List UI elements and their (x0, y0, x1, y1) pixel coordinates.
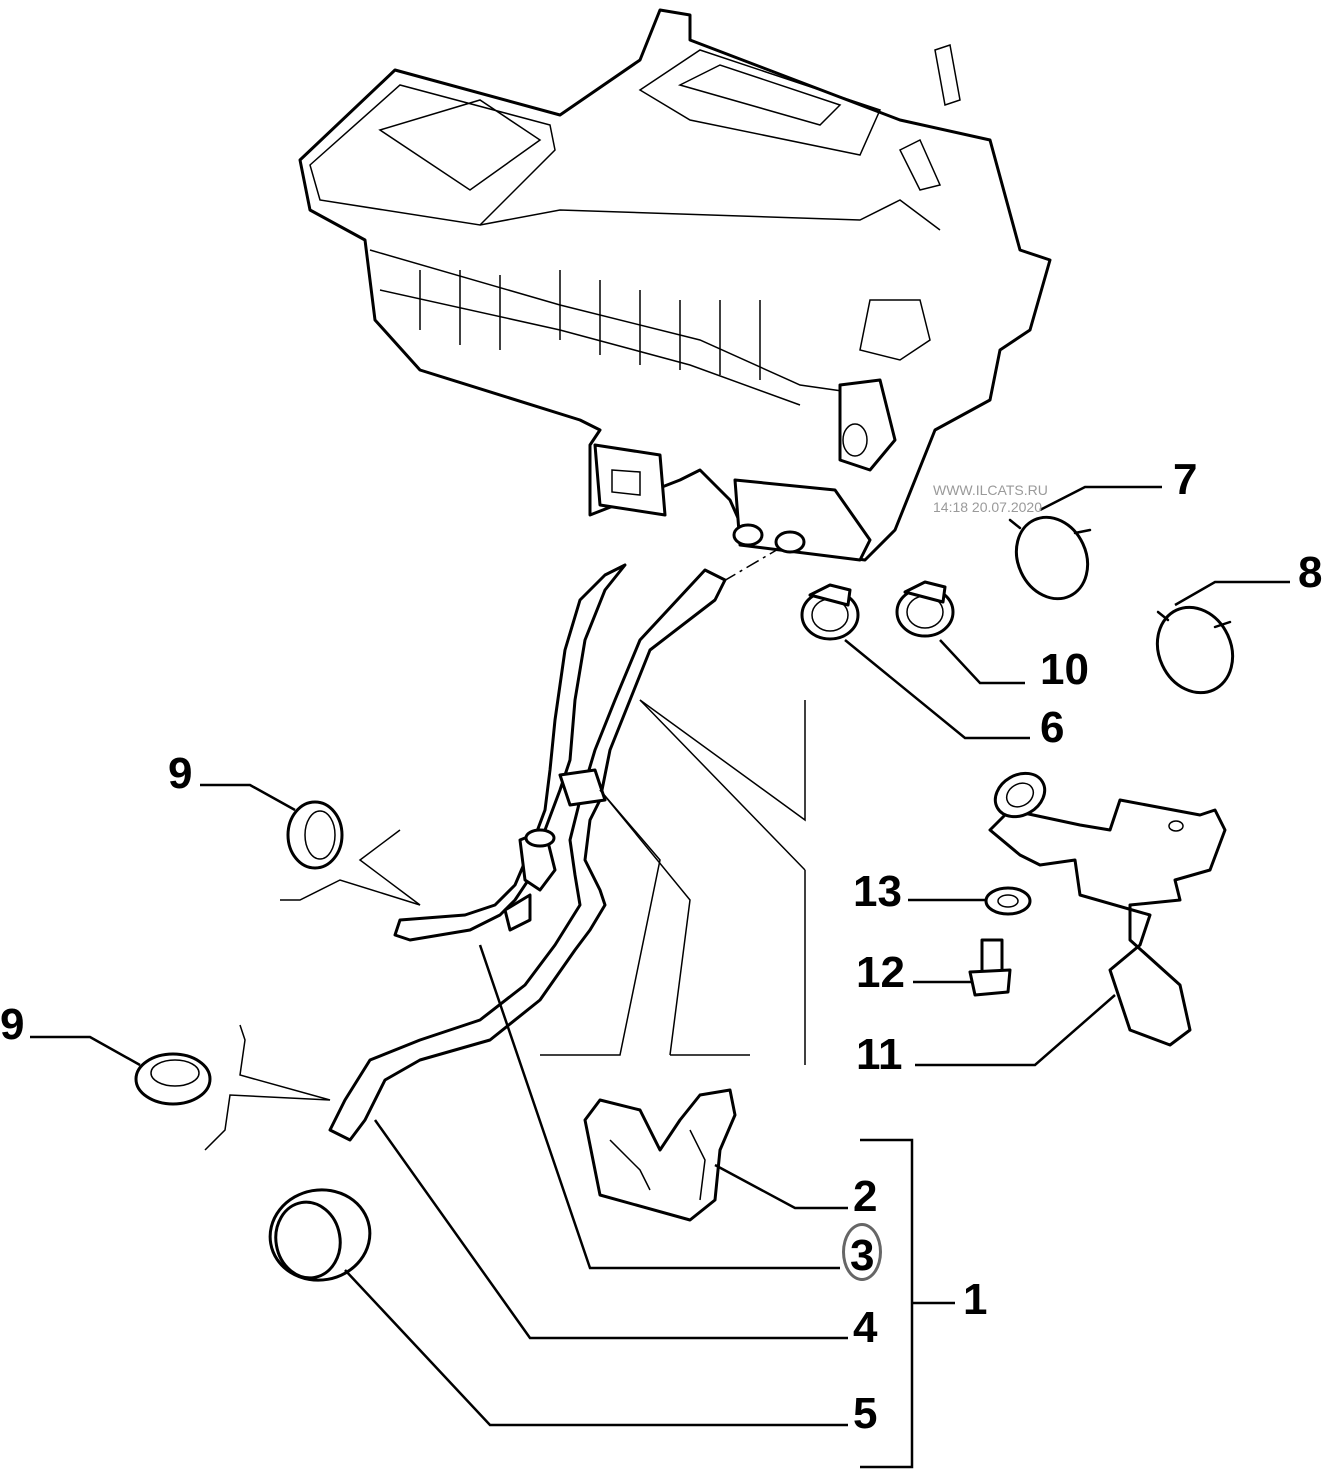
callout-9-upper[interactable]: 9 (168, 749, 193, 798)
callout-7[interactable]: 7 (1173, 455, 1198, 504)
hose-clamp-6[interactable] (800, 583, 860, 641)
watermark-site: WWW.ILCATS.RU (933, 482, 1048, 498)
callout-10[interactable]: 10 (1040, 645, 1089, 694)
callout-2[interactable]: 2 (853, 1172, 878, 1221)
grommet[interactable] (263, 1182, 377, 1288)
bolt[interactable] (968, 938, 1012, 997)
hose-clamp-7[interactable] (1003, 506, 1100, 611)
watermark-timestamp: 14:18 20.07.2020 (933, 499, 1042, 515)
callout-5[interactable]: 5 (853, 1389, 878, 1438)
callout-13[interactable]: 13 (853, 867, 902, 916)
callout-3[interactable]: 3 (850, 1231, 875, 1280)
pipe-support-bracket[interactable] (987, 765, 1227, 1047)
selected-callout-ring (842, 1223, 882, 1281)
washer[interactable] (984, 886, 1032, 916)
assembly-axis-line (699, 547, 781, 596)
callout-8[interactable]: 8 (1298, 548, 1323, 597)
callout-6[interactable]: 6 (1040, 703, 1065, 752)
callout-11[interactable]: 11 (856, 1030, 903, 1079)
watermark: WWW.ILCATS.RU 14:18 20.07.2020 (933, 482, 1048, 516)
section-lines (204, 699, 806, 1151)
hose-assembly[interactable] (328, 563, 727, 1142)
callout-9-lower[interactable]: 9 (0, 1000, 25, 1049)
seal-ring-upper[interactable] (286, 800, 344, 870)
callout-4[interactable]: 4 (853, 1303, 878, 1352)
seal-ring-lower[interactable] (134, 1052, 212, 1106)
callout-leaders (30, 485, 1290, 1469)
callout-1[interactable]: 1 (963, 1275, 988, 1324)
hose-bracket[interactable] (583, 1088, 737, 1222)
hose-clamp-8[interactable] (1144, 595, 1246, 705)
hose-clamp-10[interactable] (895, 580, 955, 638)
callout-12[interactable]: 12 (856, 948, 905, 997)
heater-housing[interactable] (298, 8, 1052, 562)
